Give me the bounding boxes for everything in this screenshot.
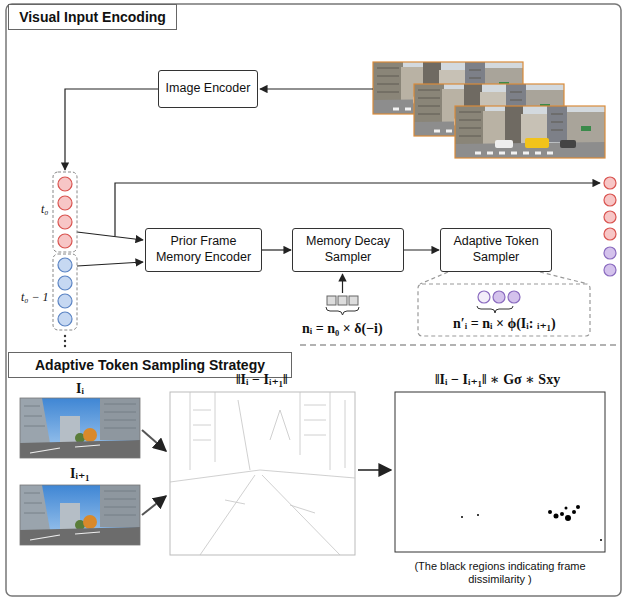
outer-frame <box>6 4 621 596</box>
dissimilarity-map <box>565 507 568 510</box>
token-column <box>58 294 72 308</box>
token-column <box>64 340 66 342</box>
difference-image <box>170 392 355 555</box>
token-column <box>58 177 72 191</box>
outer-frame <box>300 344 617 346</box>
dissimilarity-map <box>600 539 602 541</box>
decay-squares <box>349 296 358 305</box>
flow-arrow <box>262 249 291 250</box>
token-column <box>53 172 77 347</box>
difference-arrows <box>142 430 166 451</box>
process-box: Image Encoder <box>158 70 258 108</box>
dissimilarity-map <box>477 514 479 516</box>
caption: (The black regions indicating frame diss… <box>400 560 600 585</box>
panel-title: Visual Input Encoding <box>8 4 177 30</box>
dissimilarity-map <box>572 510 576 514</box>
zoom-callout <box>508 291 520 303</box>
image-label: Iᵢ <box>76 381 84 397</box>
node-text: Image Encoder <box>166 81 251 97</box>
flow-arrows <box>342 274 343 293</box>
output-tokens <box>604 228 616 240</box>
node-text: Prior Frame Memory Encoder <box>151 234 256 265</box>
video-frames <box>373 62 605 158</box>
output-tokens <box>604 247 616 259</box>
frame-pair <box>20 398 140 458</box>
flow-arrows <box>77 232 143 240</box>
flow-arrows <box>65 89 158 170</box>
output-tokens <box>604 264 616 276</box>
dissimilarity-map <box>576 505 580 509</box>
dissimilarity-map <box>395 392 605 552</box>
zoom-callout <box>478 291 490 303</box>
node-text: Adaptive Token Sampling Strategy <box>35 357 265 374</box>
flow-arrows <box>77 262 143 266</box>
difference-arrows <box>358 469 391 471</box>
frame-pair <box>20 485 140 545</box>
flow-arrows <box>65 89 600 293</box>
output-tokens <box>604 177 616 189</box>
output-tokens <box>604 211 616 223</box>
output-tokens <box>604 194 616 206</box>
zoom-callout <box>493 291 505 303</box>
formula: ‖Iᵢ − Iᵢ₊₁‖ <box>236 372 288 388</box>
frame-pair <box>20 398 140 458</box>
flow-arrows <box>260 88 373 89</box>
node-text: Memory Decay Sampler <box>298 234 398 265</box>
decay-squares <box>326 307 359 315</box>
formula: ‖Iᵢ − Iᵢ₊₁‖ ∗ Gσ ∗ Sxy <box>435 372 560 388</box>
dissimilarity-map <box>461 516 463 518</box>
outer-frame <box>6 4 621 596</box>
token-column <box>58 258 72 272</box>
node-text: Adaptive Token Sampler <box>446 234 546 265</box>
decay-squares <box>338 296 347 305</box>
process-box: Prior Frame Memory Encoder <box>145 228 262 272</box>
formula: n′ᵢ = nᵢ × ϕ(Iᵢ: ᵢ₊₁) <box>453 316 556 332</box>
time-label: t₀ − 1 <box>21 291 49 305</box>
token-column <box>53 172 77 252</box>
zoom-callout <box>418 272 590 336</box>
difference-image <box>170 392 355 555</box>
video-frames <box>455 106 605 158</box>
token-column <box>64 345 66 347</box>
frame-pair <box>20 485 140 545</box>
time-label: t₀ <box>41 203 49 217</box>
dissimilarity-map <box>565 515 571 521</box>
dissimilarity-map <box>554 514 559 519</box>
flow-arrow <box>404 249 439 250</box>
zoom-callout <box>477 306 513 313</box>
decay-squares <box>326 296 359 315</box>
process-box: Memory Decay Sampler <box>292 228 404 272</box>
dissimilarity-map <box>560 512 564 516</box>
token-column <box>58 234 72 248</box>
decay-squares <box>327 296 336 305</box>
output-tokens <box>604 177 616 276</box>
node-text: Visual Input Encoding <box>19 9 166 26</box>
token-column <box>58 215 72 229</box>
dissimilarity-map <box>395 392 605 552</box>
token-column <box>53 254 77 330</box>
image-label: Iᵢ₊₁ <box>70 466 90 482</box>
dissimilarity-map <box>548 510 552 514</box>
process-box: Adaptive Token Sampler <box>440 228 552 272</box>
frame-pair <box>20 398 140 545</box>
difference-arrows <box>142 496 166 515</box>
token-column <box>64 335 66 337</box>
token-column <box>58 312 72 326</box>
zoom-callout <box>418 284 590 336</box>
zoom-callout <box>420 272 588 284</box>
difference-image <box>170 392 355 555</box>
token-column <box>58 196 72 210</box>
formula: nᵢ = n₀ × δ(−i) <box>302 321 383 337</box>
video-frames <box>455 106 605 158</box>
token-column <box>58 276 72 290</box>
